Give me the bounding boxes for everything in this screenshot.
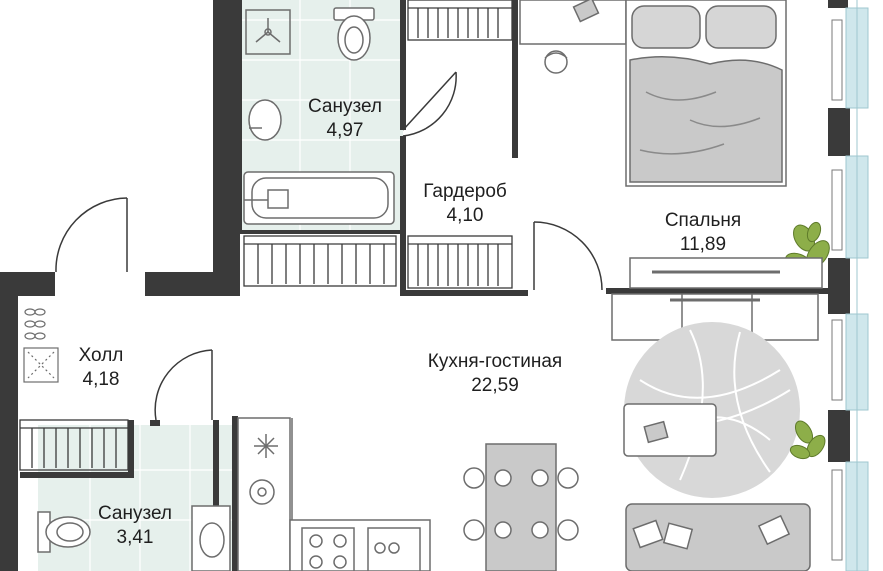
shoes-icon <box>24 308 46 340</box>
room-label-bath-bottom: Санузел 3,41 <box>80 502 190 550</box>
coffee-table <box>623 403 717 457</box>
sink-icon <box>248 99 282 141</box>
toilet-icon <box>37 511 91 553</box>
radiator-icon <box>831 19 843 561</box>
room-name: Кухня-гостиная <box>427 351 563 372</box>
toilet-icon <box>333 7 375 61</box>
chair-icon <box>463 467 579 541</box>
stove-icon <box>301 527 421 571</box>
sink-icon <box>191 505 231 571</box>
tv-stand-icon <box>629 257 823 289</box>
chair-icon <box>544 50 568 74</box>
room-name: Холл <box>78 345 124 366</box>
sofa-icon <box>625 503 811 571</box>
room-area: 3,41 <box>116 527 154 548</box>
room-area: 4,18 <box>82 369 120 390</box>
door-icon <box>402 71 457 137</box>
door-icon <box>154 349 213 421</box>
wardrobe-shelves <box>19 419 129 471</box>
room-area: 22,59 <box>471 375 519 396</box>
room-label-wardrobe: Гардероб 4,10 <box>410 180 520 228</box>
room-name: Гардероб <box>423 181 507 202</box>
desk-icon <box>519 0 627 45</box>
dining-table-icon <box>485 443 557 571</box>
door-icon <box>55 197 128 273</box>
room-area: 11,89 <box>679 234 727 255</box>
bed-icon <box>625 0 787 187</box>
walls <box>0 0 850 571</box>
bathtub-icon <box>243 171 395 225</box>
wardrobe-shelves <box>243 0 513 289</box>
room-label-bedroom: Спальня 11,89 <box>648 209 758 257</box>
fan-icon <box>254 434 278 458</box>
room-area: 4,10 <box>446 205 484 226</box>
hall-mat <box>23 347 59 383</box>
room-area: 4,97 <box>326 120 364 141</box>
room-name: Санузел <box>97 503 172 524</box>
room-label-hall: Холл 4,18 <box>56 344 146 392</box>
door-icon <box>533 221 603 291</box>
window-icon <box>845 0 869 571</box>
room-label-kitchen-living: Кухня-гостиная 22,59 <box>405 350 585 398</box>
room-name: Спальня <box>664 210 742 231</box>
plant-icon <box>789 420 826 460</box>
room-name: Санузел <box>307 96 382 117</box>
sink-icon <box>249 479 275 505</box>
fan-icon <box>245 9 291 55</box>
room-label-bath-top: Санузел 4,97 <box>290 95 400 143</box>
